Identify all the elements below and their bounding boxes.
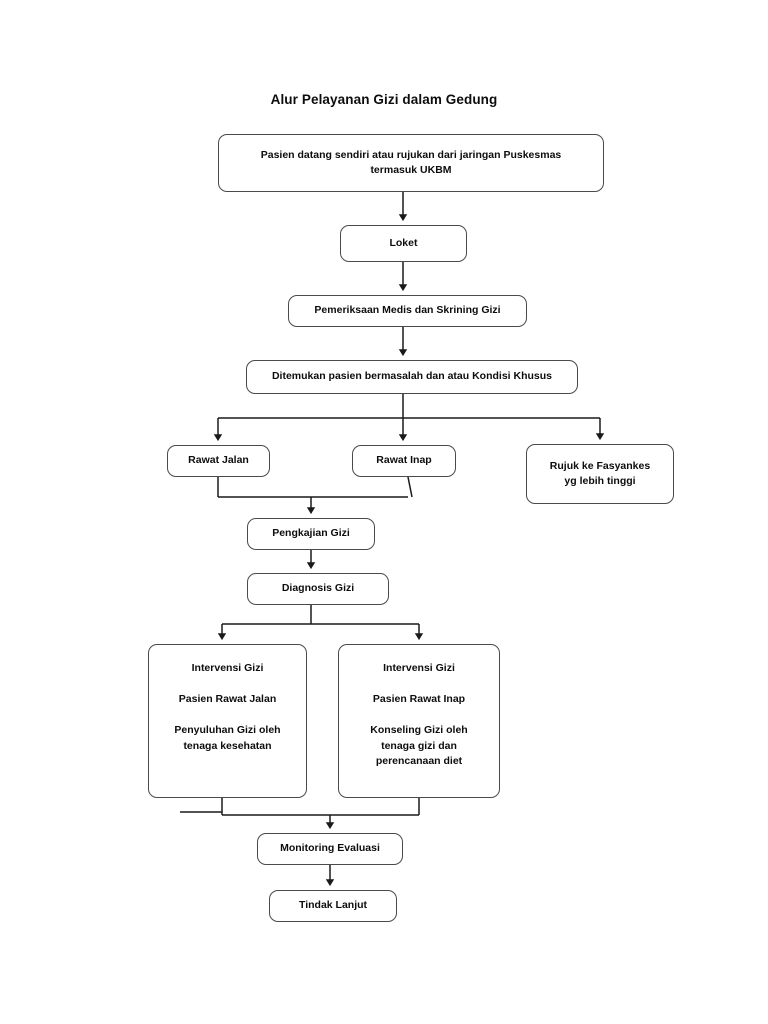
node-intake-line2: termasuk UKBM (370, 164, 452, 176)
node-pengkajian-gizi[interactable]: Pengkajian Gizi (247, 518, 375, 550)
node-intake-line1: Pasien datang sendiri atau rujukan dari … (260, 148, 562, 161)
node-diagnosis-gizi[interactable]: Diagnosis Gizi (247, 573, 389, 605)
node-ditemukan-label: Ditemukan pasien bermasalah dan atau Kon… (271, 370, 553, 383)
intervensi-jalan-subject-block: Pasien Rawat Jalan (157, 692, 298, 707)
node-monitoring-evaluasi[interactable]: Monitoring Evaluasi (257, 833, 403, 865)
intervensi-jalan-heading: Intervensi Gizi (191, 662, 264, 674)
node-diagnosis-label: Diagnosis Gizi (281, 582, 355, 595)
node-loket[interactable]: Loket (340, 225, 467, 262)
intervensi-inap-heading: Intervensi Gizi (383, 662, 455, 674)
intervensi-inap-heading-block: Intervensi Gizi (347, 661, 491, 676)
node-rawat-jalan-label: Rawat Jalan (188, 454, 249, 467)
node-pemeriksaan-label: Pemeriksaan Medis dan Skrining Gizi (314, 304, 501, 317)
node-intervensi-rawat-jalan[interactable]: Intervensi Gizi Pasien Rawat Jalan Penyu… (148, 644, 307, 798)
intervensi-jalan-subject: Pasien Rawat Jalan (178, 693, 277, 706)
intervensi-jalan-heading-block: Intervensi Gizi (157, 661, 298, 676)
node-loket-label: Loket (389, 236, 418, 249)
node-pemeriksaan-medis[interactable]: Pemeriksaan Medis dan Skrining Gizi (288, 295, 527, 327)
page-title: Alur Pelayanan Gizi dalam Gedung (270, 92, 498, 107)
node-pengkajian-label: Pengkajian Gizi (272, 527, 350, 540)
node-intake[interactable]: Pasien datang sendiri atau rujukan dari … (218, 134, 604, 192)
node-rujuk-line1: Rujuk ke Fasyankes (549, 459, 651, 472)
node-monitoring-label: Monitoring Evaluasi (280, 842, 380, 855)
intervensi-inap-subject: Pasien Rawat Inap (372, 693, 466, 706)
node-rujuk-fasyankes[interactable]: Rujuk ke Fasyankes yg lebih tinggi (526, 444, 674, 504)
intervensi-inap-detail-line1: Konseling Gizi oleh (370, 724, 468, 737)
intervensi-inap-detail-block: Konseling Gizi oleh tenaga gizi dan pere… (347, 723, 491, 769)
intervensi-inap-subject-block: Pasien Rawat Inap (347, 692, 491, 707)
node-rujuk-line2: yg lebih tinggi (564, 475, 636, 487)
node-tindak-lanjut[interactable]: Tindak Lanjut (269, 890, 397, 922)
intervensi-jalan-detail-line2: tenaga kesehatan (183, 739, 272, 752)
edge-rawat-inap-down (407, 476, 413, 498)
node-ditemukan-pasien[interactable]: Ditemukan pasien bermasalah dan atau Kon… (246, 360, 578, 394)
intervensi-inap-detail-line2: tenaga gizi dan (381, 739, 457, 752)
node-rawat-inap[interactable]: Rawat Inap (352, 445, 456, 477)
node-intervensi-rawat-inap[interactable]: Intervensi Gizi Pasien Rawat Inap Konsel… (338, 644, 500, 798)
node-tindak-lanjut-label: Tindak Lanjut (298, 899, 368, 912)
intervensi-inap-detail-line3: perencanaan diet (375, 754, 463, 767)
intervensi-jalan-detail-line1: Penyuluhan Gizi oleh (174, 724, 281, 737)
intervensi-jalan-detail-block: Penyuluhan Gizi oleh tenaga kesehatan (157, 723, 298, 753)
node-rawat-inap-label: Rawat Inap (376, 454, 432, 467)
node-rawat-jalan[interactable]: Rawat Jalan (167, 445, 270, 477)
